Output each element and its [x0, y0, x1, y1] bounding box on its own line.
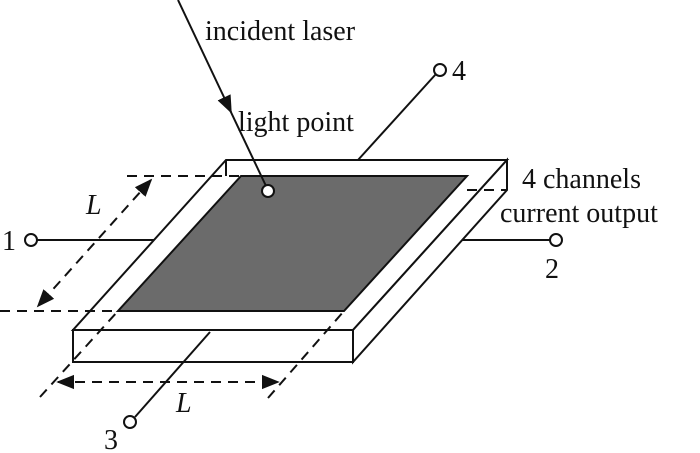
- frame-side-face: [352, 157, 508, 365]
- light-point-label: light point: [238, 107, 354, 138]
- wire-4: [357, 73, 437, 161]
- guide-right-diagonal: [267, 310, 345, 399]
- terminal-2-label: 2: [545, 254, 559, 285]
- incident-laser-line: [228, 107, 267, 187]
- bottom-length-label: L: [175, 388, 192, 419]
- light-point-marker: [261, 184, 275, 198]
- incident-laser-arrow: [177, 0, 232, 114]
- frame-front-face: [72, 329, 354, 363]
- guide-left-diagonal: [39, 310, 119, 398]
- terminal-4-label: 4: [452, 56, 466, 87]
- terminal-1-label: 1: [2, 226, 16, 257]
- terminal-4: [433, 63, 447, 77]
- side-length-label: L: [85, 190, 102, 221]
- dimension-arrow-side: [36, 178, 153, 308]
- terminal-1: [24, 233, 38, 247]
- current-output-label: current output: [500, 198, 658, 229]
- wire-3: [134, 331, 211, 418]
- terminal-3-label: 3: [104, 425, 118, 453]
- incident-laser-label: incident laser: [205, 16, 356, 47]
- terminal-2: [549, 233, 563, 247]
- terminal-3: [123, 415, 137, 429]
- sensor-active-area: [115, 175, 470, 312]
- channels-label: 4 channels: [522, 164, 641, 195]
